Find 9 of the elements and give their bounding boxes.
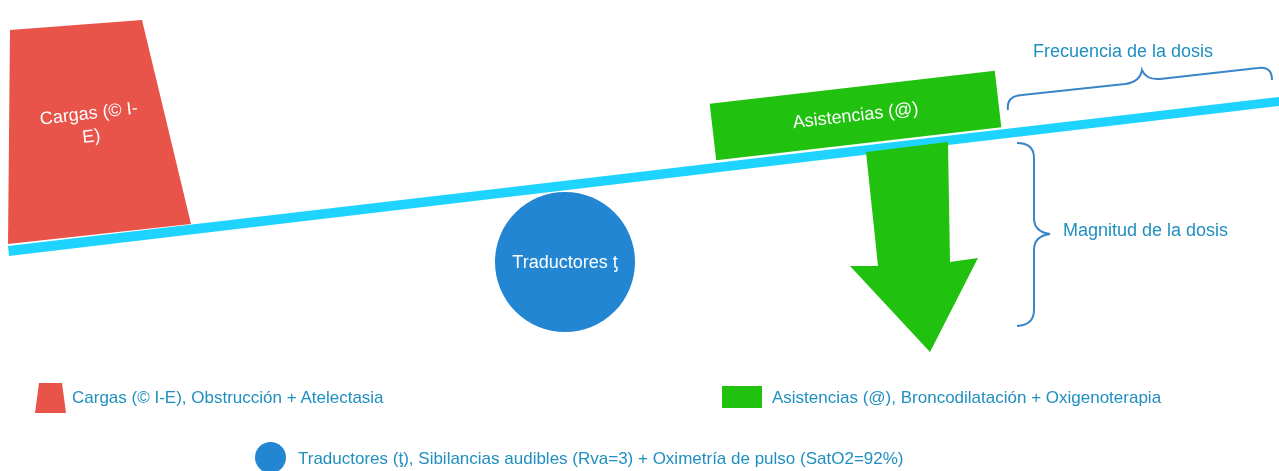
node-label: Asistencias (@) — [791, 97, 920, 134]
legend-text: Cargas (© I-E), Obstrucción + Atelectasia — [72, 388, 384, 408]
legend-text: Asistencias (@), Broncodilatación + Oxigenoterapia — [772, 388, 1162, 408]
brace-label: Frecuencia de la dosis — [1033, 41, 1214, 62]
load-trapezoid — [8, 20, 192, 245]
node-label: Cargas (© I-E) — [37, 96, 140, 149]
brace-label: Magnitud de la dosis — [1063, 220, 1229, 241]
legend-text: Traductores (ƫ), Sibilancias audibles (Rva=3) + Oximetría de pulso (SatO2=92%) — [298, 449, 904, 469]
node-label: Traductores ƫ — [512, 250, 618, 274]
